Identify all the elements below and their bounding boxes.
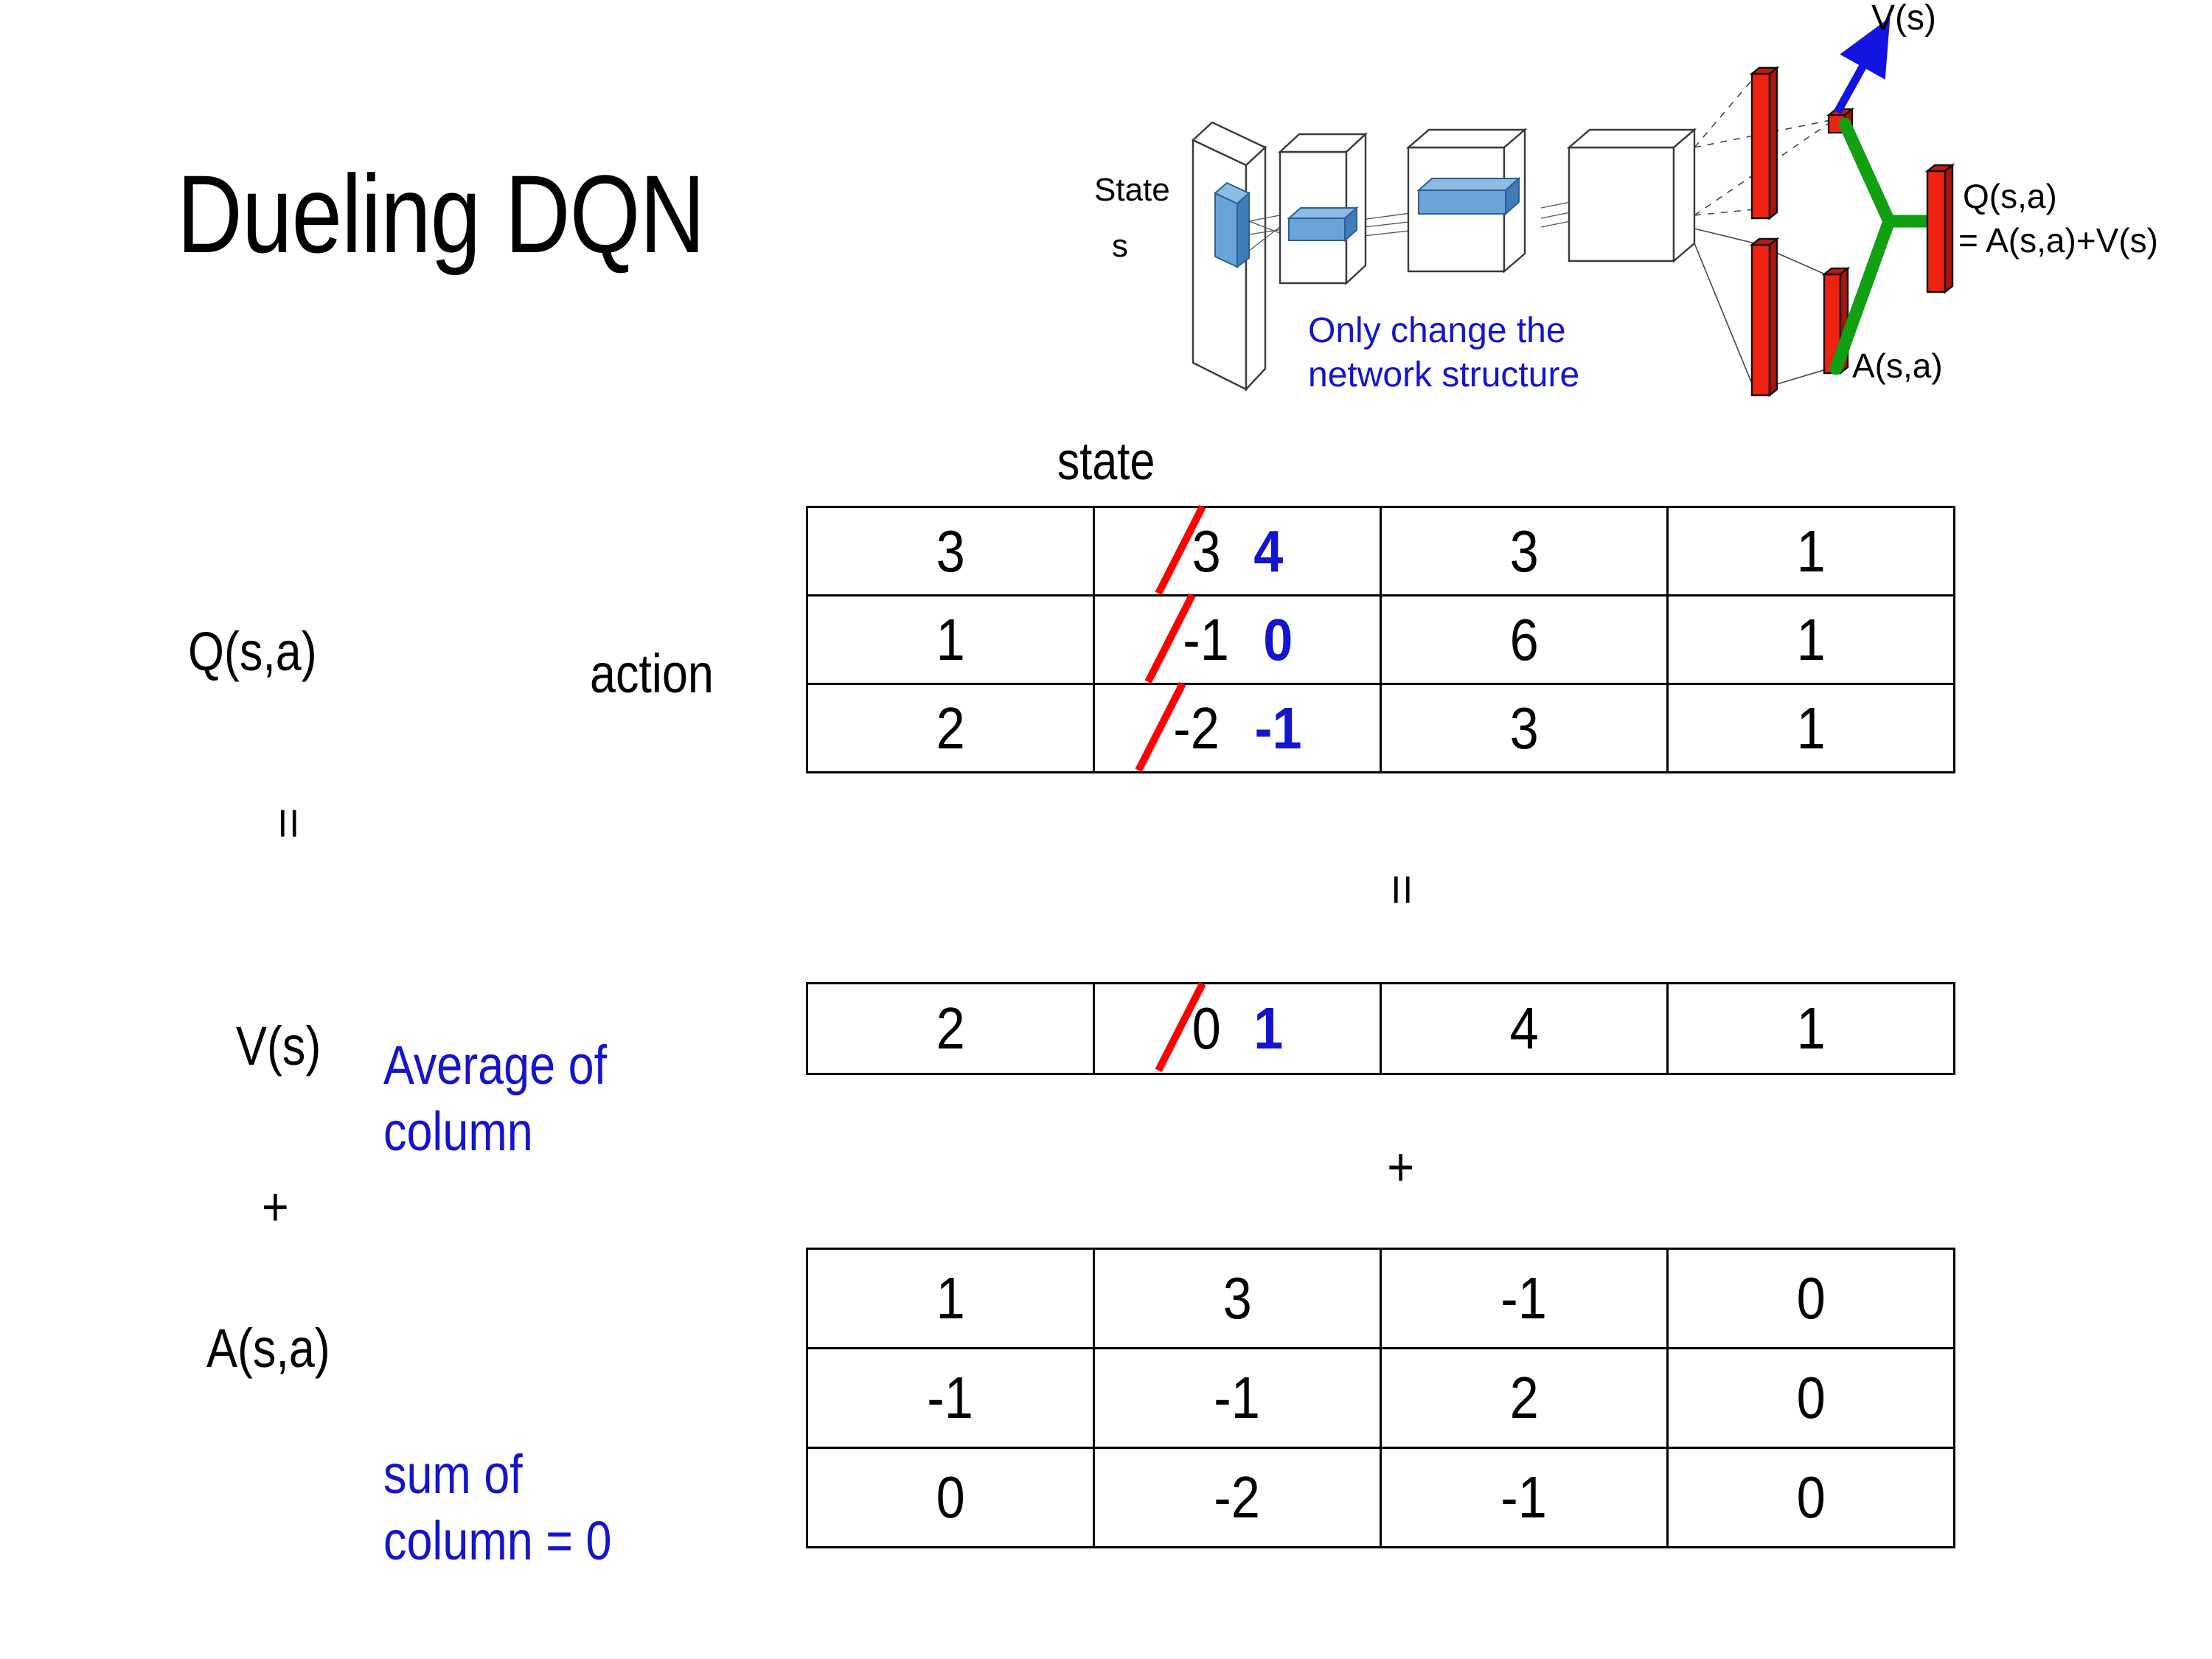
a-cell-0-1[interactable]: 3 [1093,1248,1382,1349]
v-value-table: 2 0 1 4 1 [806,981,1955,1075]
average-note-line1: Average of [383,1034,608,1096]
equals-sign-middle: = [1376,874,1429,902]
advantage-stream-bar [1749,237,1780,397]
q-cell-2-0[interactable]: 2 [806,683,1095,773]
corrected-value: -1 [1254,695,1302,761]
struck-value: 0 [1155,981,1231,1073]
input-filter-patch [1214,181,1251,268]
q-cell-1-0[interactable]: 1 [806,594,1095,685]
q-cell-1-2[interactable]: 6 [1380,594,1669,685]
struck-value: -1 [1144,593,1239,684]
state-axis-header: state [0,431,2212,492]
equals-sign-left: = [262,807,316,835]
q-function-label: Q(s,a) [188,621,317,682]
sum-of-column-note: sum of column = 0 [383,1441,652,1575]
a-cell-0-0[interactable]: 1 [806,1248,1095,1349]
q-cell-1-3[interactable]: 1 [1666,594,1955,685]
q-output-label-line2: = A(s,a)+V(s) [1958,221,2158,260]
network-note-line1: Only change the [1308,311,1566,350]
plus-sign-left: + [262,1176,289,1237]
v-cell-0-0[interactable]: 2 [806,982,1095,1075]
sum-note-line2: column = 0 [383,1510,612,1572]
plus-sign-middle-text: + [1387,1136,1415,1197]
a-function-label: A(s,a) [206,1318,330,1379]
a-cell-2-2[interactable]: -1 [1380,1447,1669,1548]
a-cell-2-3[interactable]: 0 [1666,1447,1955,1548]
dueling-network-diagram: State s V(s) A(s,a) Q(s,a) = A(s,a)+V(s)… [1091,0,2212,428]
q-output-label-line1: Q(s,a) [1963,177,2057,215]
conv-filter-1 [1287,206,1359,243]
state-label-line2: s [1112,228,1128,264]
corrected-value: 1 [1253,995,1284,1061]
a-cell-2-1[interactable]: -2 [1093,1447,1382,1548]
q-output-bar [1924,163,1955,294]
q-cell-0-3[interactable]: 1 [1666,506,1955,597]
q-cell-1-1[interactable]: -1 0 [1093,593,1382,685]
a-cell-1-2[interactable]: 2 [1380,1347,1669,1449]
q-value-table: 3 3 4 3 1 1 -1 0 6 1 2 -2 -1 3 1 [806,504,1955,773]
conv-filter-2 [1416,176,1521,216]
q-cell-2-2[interactable]: 3 [1380,683,1669,773]
a-cell-1-0[interactable]: -1 [806,1347,1095,1449]
table-row: 1 3 -1 0 [806,1248,1955,1349]
v-cell-0-3[interactable]: 1 [1666,982,1955,1075]
a-cell-0-2[interactable]: -1 [1380,1248,1669,1349]
table-row: 2 0 1 4 1 [806,981,1955,1075]
corrected-value: 0 [1263,606,1293,672]
struck-value: 3 [1155,504,1231,595]
table-row: 1 -1 0 6 1 [806,593,1955,685]
a-cell-2-0[interactable]: 0 [806,1447,1095,1548]
q-cell-0-0[interactable]: 3 [806,506,1095,597]
plus-sign-middle: + [1368,1135,1434,1202]
conv-block-3 [1566,128,1697,263]
struck-value: -2 [1135,681,1230,772]
corrected-value: 4 [1253,518,1284,584]
network-note-line2: network structure [1308,355,1579,394]
v-cell-0-1[interactable]: 0 1 [1093,981,1382,1075]
v-cell-0-2[interactable]: 4 [1380,982,1669,1075]
sum-note-line1: sum of [383,1444,523,1505]
action-axis-label: action [590,643,714,704]
state-axis-header-text: state [1057,432,1155,491]
value-output-label: V(s) [1871,0,1936,38]
merge-green-connector [1829,117,1935,375]
table-row: 0 -2 -1 0 [806,1447,1955,1548]
state-label-line1: State [1094,172,1170,208]
average-note-line2: column [383,1101,533,1163]
a-value-table: 1 3 -1 0 -1 -1 2 0 0 -2 -1 0 [806,1248,1955,1548]
table-row: 3 3 4 3 1 [806,504,1955,597]
table-row: -1 -1 2 0 [806,1347,1955,1449]
q-cell-2-3[interactable]: 1 [1666,683,1955,773]
table-row: 2 -2 -1 3 1 [806,681,1955,773]
average-of-column-note: Average of column [383,1032,647,1166]
a-cell-1-3[interactable]: 0 [1666,1347,1955,1449]
a-cell-0-3[interactable]: 0 [1666,1248,1955,1349]
page-title: Dueling DQN [177,152,705,276]
v-function-label: V(s) [236,1015,321,1077]
q-cell-0-2[interactable]: 3 [1380,506,1669,597]
advantage-output-label: A(s,a) [1852,347,1943,385]
value-arrow [1834,17,1891,114]
q-cell-2-1[interactable]: -2 -1 [1093,681,1382,773]
a-cell-1-1[interactable]: -1 [1093,1347,1382,1449]
value-stream-bar [1749,66,1780,220]
q-cell-0-1[interactable]: 3 4 [1093,504,1382,597]
